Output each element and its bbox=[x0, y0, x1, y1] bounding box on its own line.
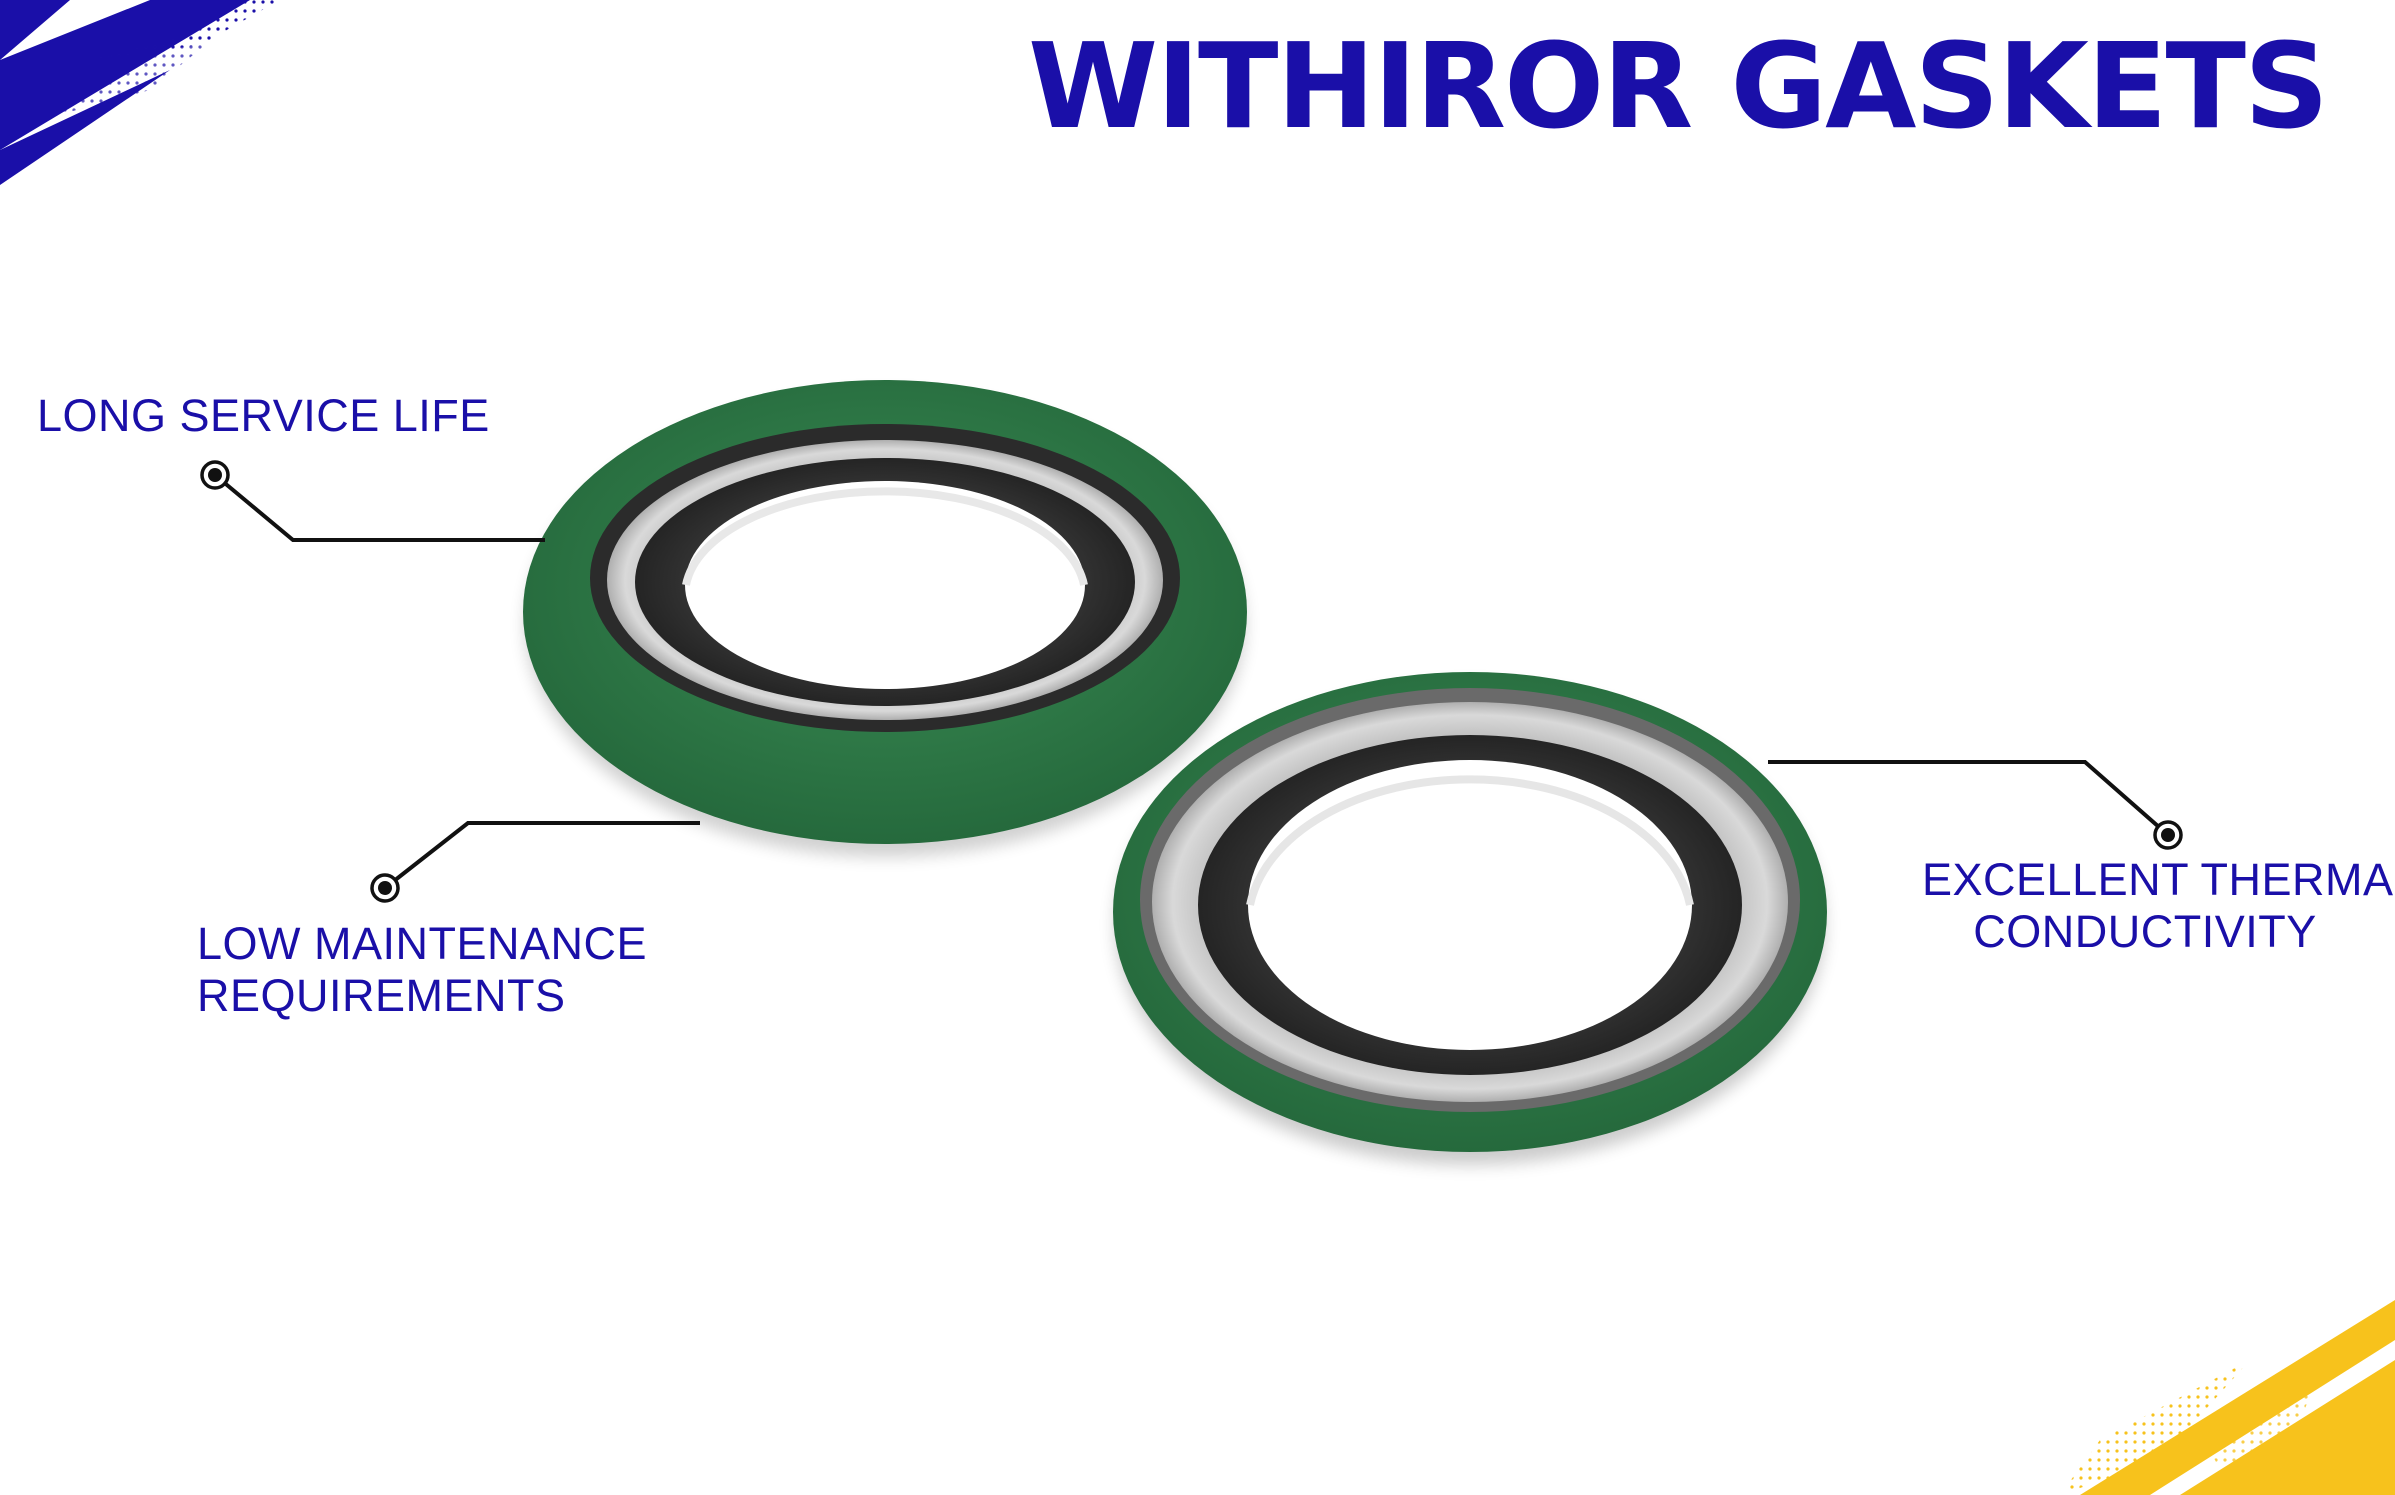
gasket-right-image bbox=[1113, 672, 1827, 1165]
callout-low-maintenance bbox=[370, 821, 700, 903]
callout-thermal-conductivity bbox=[1768, 760, 2183, 850]
feature-label-line: REQUIREMENTS bbox=[197, 970, 566, 1021]
feature-label-thermal-conductivity: EXCELLENT THERMAL CONDUCTIVITY bbox=[1922, 854, 2395, 958]
feature-label-line: LOW MAINTENANCE bbox=[197, 918, 648, 969]
corner-decoration-bottom-right bbox=[2060, 1300, 2395, 1495]
feature-label-line: CONDUCTIVITY bbox=[1973, 906, 2317, 957]
callout-long-service-life bbox=[200, 460, 545, 542]
corner-decoration-top-left bbox=[0, 0, 280, 185]
gasket-left-image bbox=[523, 380, 1247, 857]
feature-label-long-service-life: LONG SERVICE LIFE bbox=[37, 390, 490, 442]
page-title: WITHIROR GASKETS bbox=[1027, 17, 2329, 155]
feature-label-line: EXCELLENT THERMAL bbox=[1922, 854, 2395, 905]
feature-label-low-maintenance: LOW MAINTENANCE REQUIREMENTS bbox=[197, 918, 647, 1022]
feature-label-line: LONG SERVICE LIFE bbox=[37, 390, 490, 441]
